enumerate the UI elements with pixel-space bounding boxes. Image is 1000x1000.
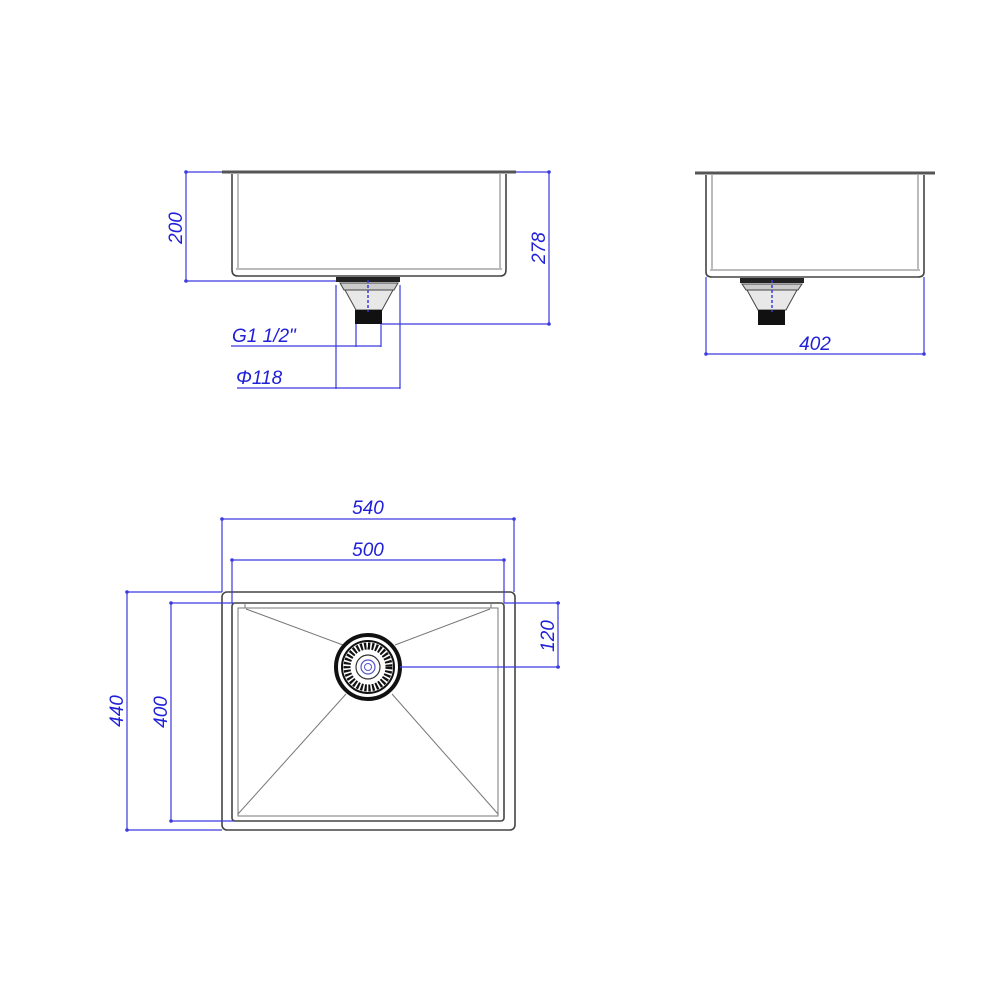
top-outer-flange [221, 591, 516, 831]
dim-label-440: 440 [107, 695, 128, 727]
top-inner-bowl [231, 602, 505, 822]
dim-500: 500 [230, 540, 506, 603]
side-bowl-inner [710, 175, 920, 271]
dim-label-thread: G1 1/2" [232, 326, 297, 347]
dim-278: 278 [382, 170, 551, 326]
dim-label-120: 120 [538, 620, 559, 652]
dim-drain-diameter: Φ118 [236, 285, 401, 389]
side-view: 402 [695, 171, 935, 356]
dim-label-200: 200 [166, 212, 187, 245]
dim-label-500: 500 [352, 540, 384, 561]
front-bowl-inner [236, 174, 502, 270]
top-drain-strainer [334, 633, 402, 701]
side-bowl-outline [705, 175, 925, 278]
dim-thread: G1 1/2" [231, 324, 382, 347]
side-drain [740, 278, 804, 325]
dim-120: 120 [400, 601, 560, 669]
dim-540: 540 [220, 498, 516, 592]
front-drain [336, 277, 400, 324]
front-bowl-outline [231, 174, 507, 277]
dim-200: 200 [166, 170, 336, 283]
dim-label-400: 400 [151, 696, 172, 728]
top-slope-lines [237, 608, 499, 815]
top-bowl-floor [237, 607, 499, 817]
dim-label-540: 540 [352, 498, 384, 519]
front-view: 200 278 G1 1/2" Φ118 [166, 170, 551, 389]
top-view: 540 500 440 400 [107, 498, 560, 832]
dim-440: 440 [107, 590, 222, 832]
dim-402: 402 [704, 277, 926, 356]
dim-label-402: 402 [799, 334, 831, 355]
dim-label-diameter: Φ118 [236, 368, 283, 389]
dim-label-278: 278 [529, 232, 550, 265]
dim-400: 400 [151, 601, 234, 823]
